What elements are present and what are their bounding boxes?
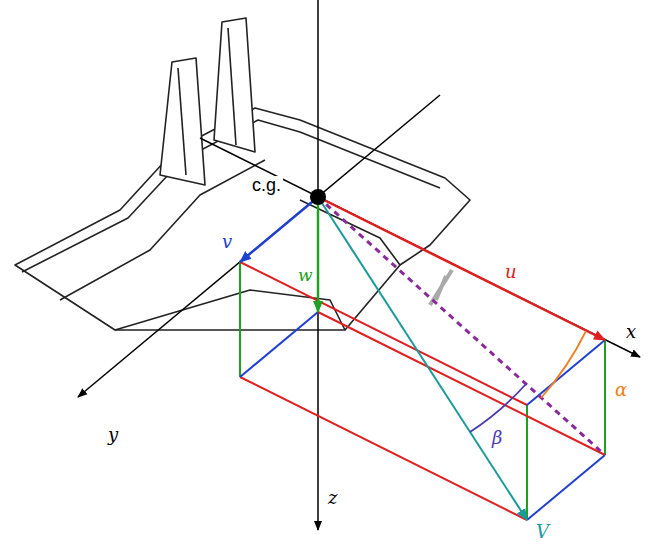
axis-label: x	[626, 322, 636, 342]
w-arrow	[317, 197, 320, 312]
w-label: w	[298, 266, 313, 285]
axis-label: z	[328, 488, 337, 508]
beta-arc	[470, 384, 526, 432]
v-arrow	[240, 197, 318, 262]
axis-label: y	[108, 425, 118, 445]
cg-label: c.g.	[250, 176, 283, 196]
u-arrow	[318, 197, 605, 340]
angle-label: β	[492, 428, 502, 448]
x-axis	[200, 138, 640, 357]
angle-label: α	[615, 380, 627, 400]
v-label: v	[222, 232, 232, 252]
aircraft-sketch	[15, 18, 470, 330]
u-label: u	[505, 262, 517, 282]
projection-line	[318, 197, 605, 455]
V-arrow	[318, 197, 527, 520]
z-axis	[317, 0, 319, 530]
y-axis	[78, 95, 440, 397]
alpha-arc	[541, 331, 586, 398]
V-label: V	[536, 522, 549, 542]
cg-dot	[310, 189, 326, 205]
velocity-box	[240, 262, 605, 520]
